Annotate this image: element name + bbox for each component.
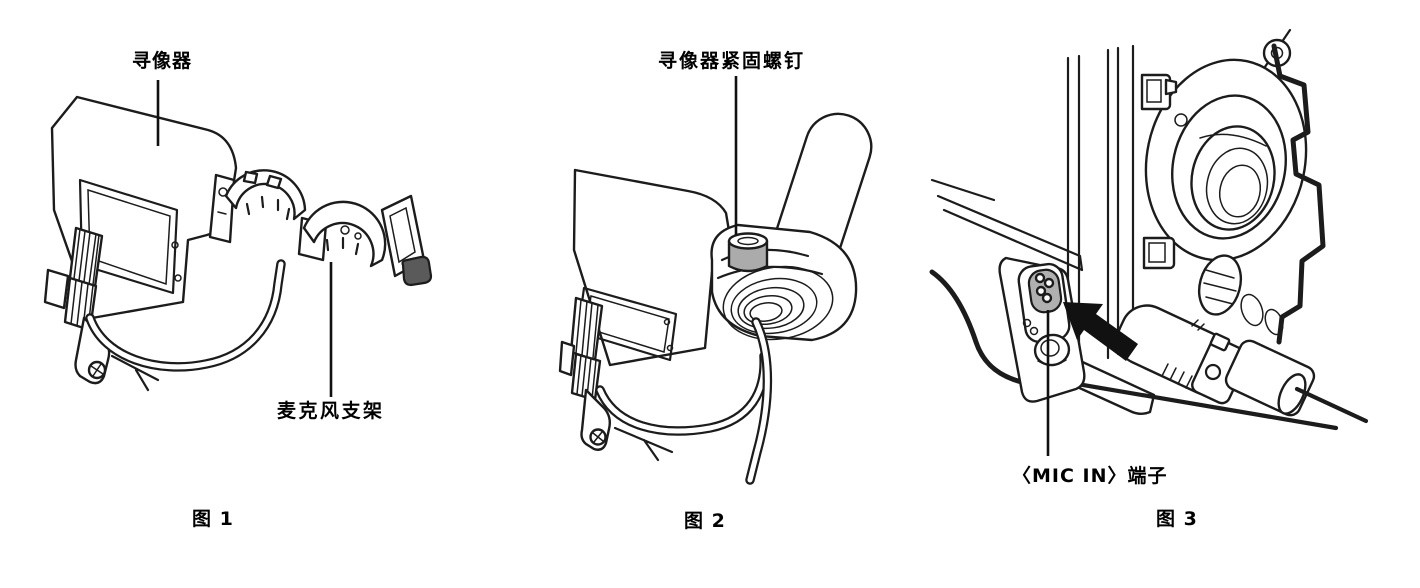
mic-in-terminal-label: 〈MIC IN〉端子 bbox=[1012, 465, 1168, 487]
viewfinder-label: 寻像器 bbox=[132, 50, 193, 72]
microphone-holder-drawing bbox=[208, 169, 433, 287]
figure-2-drawing bbox=[558, 76, 873, 485]
viewfinder-cable bbox=[595, 351, 769, 436]
figure-1-drawing bbox=[43, 80, 433, 397]
viewfinder-drawing bbox=[558, 168, 735, 462]
viewfinder-cable bbox=[85, 259, 286, 372]
mic-cable-plug-drawing bbox=[1116, 304, 1369, 424]
connector-pin-holes bbox=[1034, 272, 1055, 304]
figure-1-caption: 图 1 bbox=[192, 508, 234, 530]
figure-3-drawing bbox=[929, 28, 1369, 456]
microphone-cable bbox=[745, 317, 773, 485]
mic-cable-line bbox=[1051, 377, 1339, 431]
figure-2-caption: 图 2 bbox=[684, 510, 726, 532]
mic-cable-line-2 bbox=[1294, 386, 1369, 424]
figure-3-caption: 图 3 bbox=[1156, 508, 1198, 530]
mic-holder-label: 麦克风支架 bbox=[277, 400, 385, 422]
camera-front-edge bbox=[929, 178, 1084, 386]
viewfinder-screw-label: 寻像器紧固螺钉 bbox=[658, 50, 806, 72]
fastening-screw-highlight bbox=[727, 232, 769, 273]
latch-knob bbox=[401, 255, 433, 287]
insert-direction-arrow-icon bbox=[1063, 302, 1138, 361]
lens-mount-drawing bbox=[1140, 38, 1326, 345]
viewfinder-drawing bbox=[43, 95, 238, 392]
